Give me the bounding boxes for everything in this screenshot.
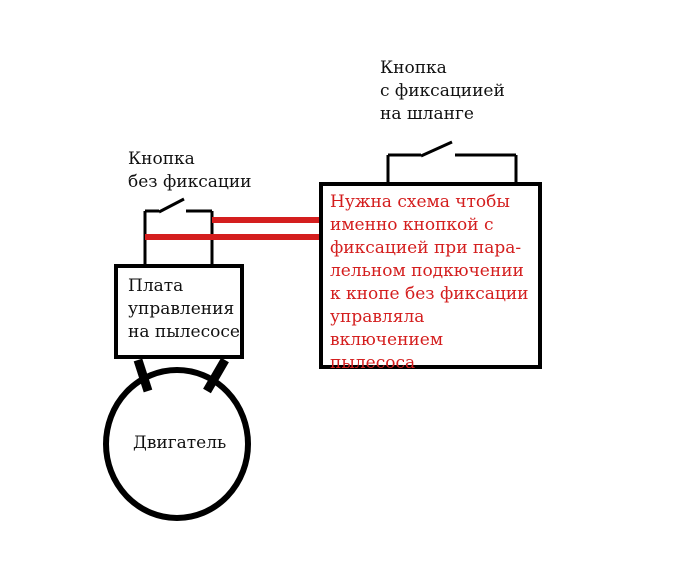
control-board-label: Плата управления на пылесосе — [128, 276, 240, 342]
board-motor-wire-right — [203, 357, 229, 394]
momentary-switch — [143, 197, 214, 266]
control-board-box — [114, 264, 244, 359]
requirement-note: Нужна схема чтобы именно кнопкой с фикса… — [330, 192, 529, 373]
hose-button-box — [319, 182, 542, 369]
momentary-button-label: Кнопка без фиксации — [128, 149, 252, 192]
latching-switch — [386, 140, 518, 184]
motor-label: Двигатель — [133, 433, 227, 453]
board-motor-wire-left — [133, 358, 153, 393]
motor-circle — [103, 367, 251, 521]
latching-button-label: Кнопка с фиксациией на шланге — [380, 58, 505, 124]
